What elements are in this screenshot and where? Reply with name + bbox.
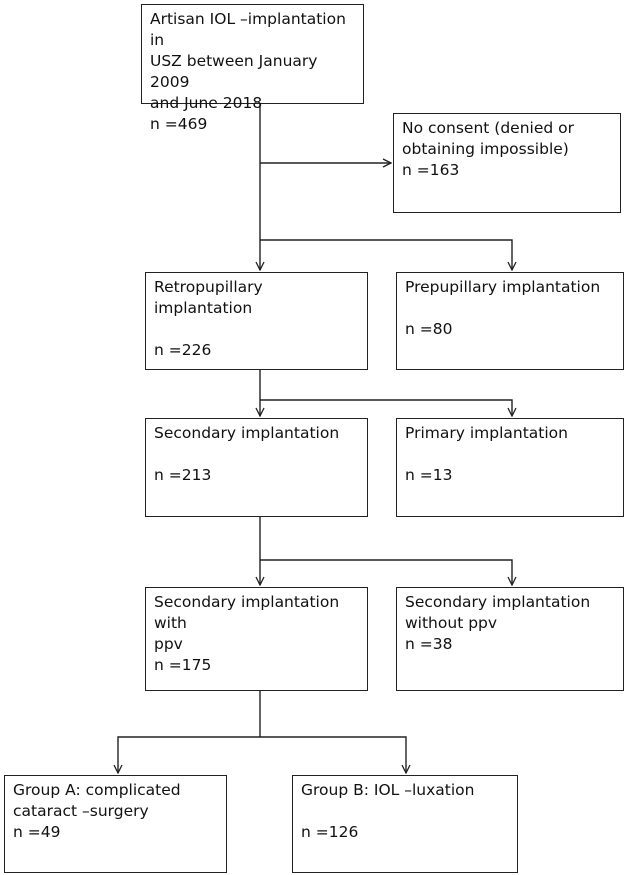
arrow-to-group-a <box>118 736 260 773</box>
box-label: Secondary implantation <box>154 424 340 442</box>
arrow-to-group-b <box>260 736 406 773</box>
box-label: No consent (denied or obtaining impossib… <box>402 119 574 158</box>
box-label: Artisan IOL –implantation in USZ between… <box>150 10 346 112</box>
box-count: n =175 <box>154 656 212 674</box>
box-count: n =163 <box>402 161 460 179</box>
secondary-implantation-box: Secondary implantation n =213 <box>145 418 368 517</box>
box-label: Secondary implantation with ppv <box>154 593 340 653</box>
secondary-with-ppv-box: Secondary implantation with ppv n =175 <box>145 587 368 691</box>
primary-implantation-box: Primary implantation n =13 <box>396 418 624 517</box>
box-count: n =213 <box>154 466 212 484</box>
box-count: n =80 <box>405 320 453 338</box>
box-label: Group A: complicated cataract –surgery <box>13 781 181 820</box>
box-label: Prepupillary implantation <box>405 278 601 296</box>
box-count: n =13 <box>405 466 453 484</box>
box-label: Secondary implantation without ppv <box>405 593 591 632</box>
box-count: n =126 <box>301 823 359 841</box>
box-label: Retropupillary implantation <box>154 278 263 317</box>
box-label: Group B: IOL –luxation <box>301 781 475 799</box>
box-count: n =49 <box>13 823 61 841</box>
secondary-without-ppv-box: Secondary implantation without ppv n =38 <box>396 587 624 691</box>
arrow-to-primary <box>260 399 512 416</box>
box-count: n =38 <box>405 635 453 653</box>
no-consent-box: No consent (denied or obtaining impossib… <box>393 113 621 213</box>
arrow-to-prepupillary <box>260 239 512 270</box>
group-b-box: Group B: IOL –luxation n =126 <box>292 775 518 873</box>
group-a-box: Group A: complicated cataract –surgery n… <box>4 775 227 873</box>
box-count: n =226 <box>154 341 212 359</box>
arrow-to-secondary-without-ppv <box>260 559 512 585</box>
box-count: n =469 <box>150 115 208 133</box>
retropupillary-box: Retropupillary implantation n =226 <box>145 272 368 370</box>
total-implantation-box: Artisan IOL –implantation in USZ between… <box>141 4 364 133</box>
box-label: Primary implantation <box>405 424 568 442</box>
prepupillary-box: Prepupillary implantation n =80 <box>396 272 624 370</box>
